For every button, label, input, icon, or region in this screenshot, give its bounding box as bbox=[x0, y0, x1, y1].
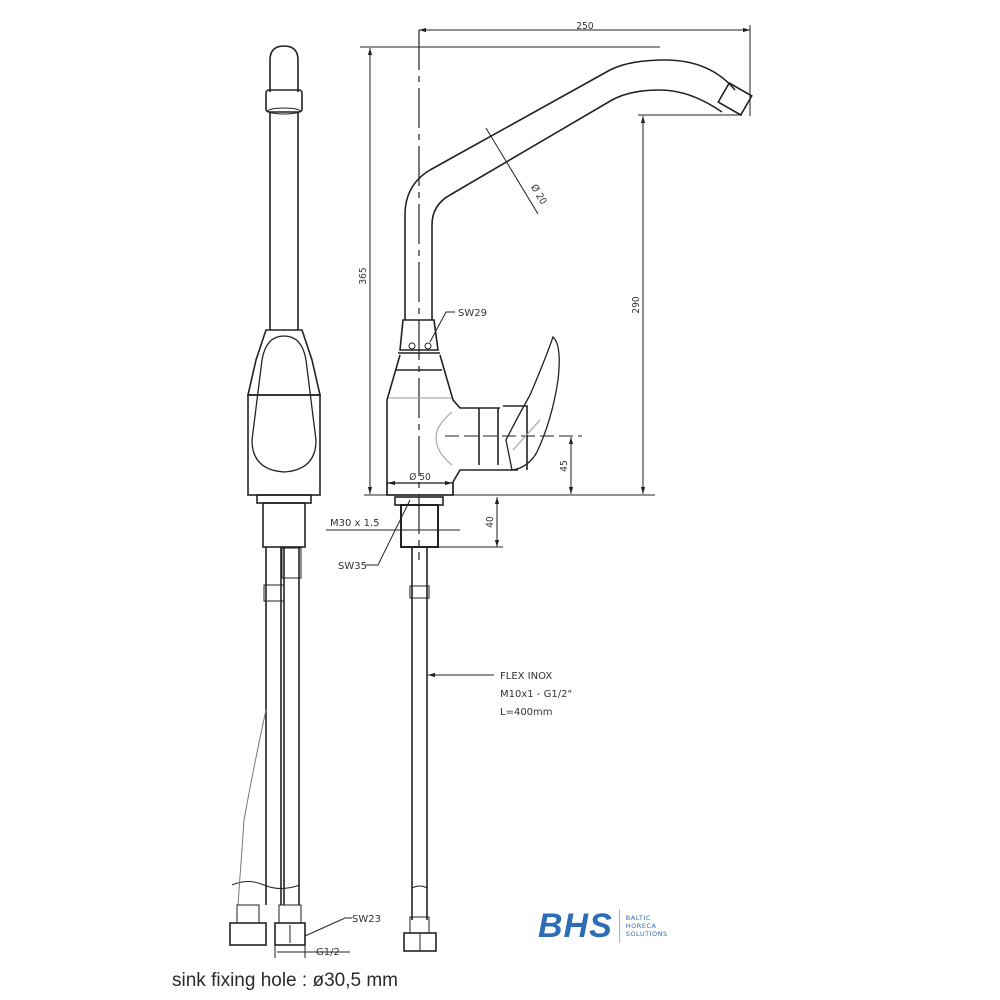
hose-callout: FLEX INOX M10x1 - G1/2" L=400mm bbox=[500, 671, 572, 718]
hose-connection-label: G1/2 bbox=[316, 947, 340, 958]
spout-outlet-height-dim: 290 bbox=[631, 296, 642, 313]
mounting-nut-wrench-label: SW35 bbox=[338, 561, 367, 572]
logo-mark: BHS bbox=[538, 907, 613, 945]
svg-text:FLEX INOX: FLEX INOX bbox=[500, 671, 552, 682]
sink-hole-caption: sink fixing hole : ø30,5 mm bbox=[172, 970, 398, 991]
logo-tagline: BALTIC HORECA SOLUTIONS bbox=[625, 914, 668, 938]
hose-nut-wrench-label: SW23 bbox=[352, 914, 381, 925]
spout-nut-wrench-label: SW29 bbox=[458, 308, 487, 319]
logo-divider bbox=[618, 909, 620, 943]
svg-text:M10x1 - G1/2": M10x1 - G1/2" bbox=[500, 689, 572, 700]
dimension-lines bbox=[326, 25, 751, 678]
lever-axis-height-dim: 45 bbox=[559, 460, 570, 471]
base-diameter-dim: Ø 50 bbox=[409, 471, 431, 483]
thread-spec-label: M30 x 1.5 bbox=[330, 518, 380, 529]
spout-reach-dim: 250 bbox=[576, 21, 593, 32]
thread-length-dim: 40 bbox=[485, 516, 496, 528]
side-view-annotations bbox=[274, 917, 352, 958]
bhs-logo: BHS BALTIC HORECA SOLUTIONS bbox=[538, 906, 668, 946]
front-view bbox=[386, 59, 753, 952]
side-view bbox=[229, 45, 322, 946]
total-height-dim: 365 bbox=[358, 267, 369, 284]
svg-text:L=400mm: L=400mm bbox=[500, 707, 553, 718]
